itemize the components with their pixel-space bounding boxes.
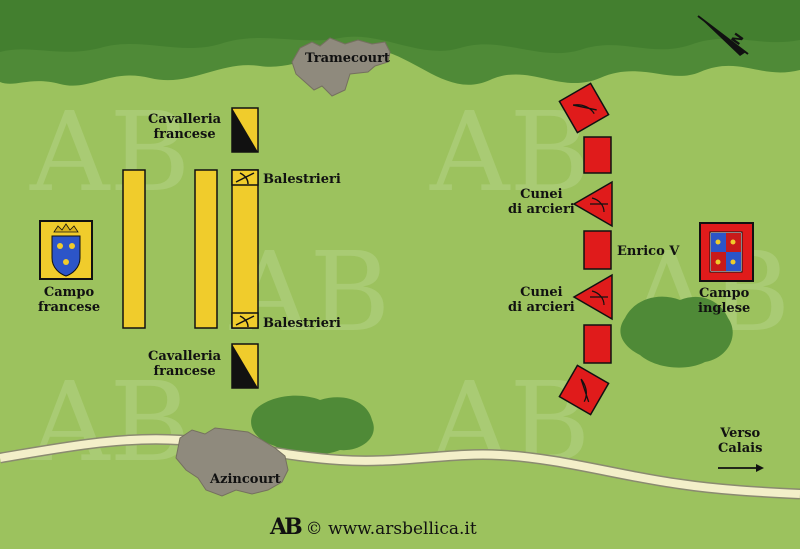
svg-text:AB: AB [29, 88, 190, 216]
forest-east [620, 296, 733, 368]
label-verso-calais-line2: Calais [718, 441, 763, 456]
label-balestrieri-bottom: Balestrieri [263, 316, 341, 331]
french-camp [39, 220, 93, 280]
forest-north [0, 0, 800, 86]
crossbow-icon-top [231, 169, 259, 186]
label-cavalry-top-line2: francese [153, 127, 216, 142]
label-campo-inglese-line2: inglese [698, 301, 751, 316]
svg-text:AB: AB [29, 358, 190, 486]
label-cunei-top-line2: di arcieri [508, 202, 575, 217]
english-block-2 [583, 230, 612, 270]
road [0, 433, 800, 500]
english-block-3 [583, 324, 612, 364]
french-line-1 [122, 169, 146, 329]
label-campo-francese: Campo francese [38, 285, 100, 315]
label-tramecourt: Tramecourt [305, 51, 390, 66]
french-cavalry-bottom [231, 343, 259, 389]
calais-arrow-icon [718, 464, 764, 472]
label-cunei-top: Cunei di arcieri [508, 187, 575, 217]
arsbellica-logo: AB [270, 514, 303, 540]
copyright-footer: AB© www.arsbellica.it [270, 514, 477, 540]
archer-flank-top [558, 82, 610, 134]
copyright-text: © www.arsbellica.it [305, 519, 477, 539]
azincourt-village [175, 427, 289, 497]
english-army [558, 82, 613, 416]
label-verso-calais: Verso Calais [718, 426, 762, 456]
english-block-1 [583, 136, 612, 174]
label-cunei-top-line1: Cunei [520, 187, 563, 202]
archer-flank-bottom [558, 364, 610, 416]
french-line-2 [194, 169, 218, 329]
french-line-3 [231, 169, 259, 329]
label-balestrieri-top: Balestrieri [263, 172, 341, 187]
label-campo-inglese: Campo inglese [698, 286, 750, 316]
label-cunei-bottom: Cunei di arcieri [508, 285, 575, 315]
english-camp [699, 222, 754, 282]
french-cavalry-top [231, 107, 259, 153]
tramecourt-village [291, 37, 391, 97]
label-azincourt: Azincourt [210, 472, 281, 487]
crossbow-icon-bottom [231, 312, 259, 329]
label-cavalry-top-line1: Cavalleria [148, 112, 222, 127]
label-cunei-bottom-line2: di arcieri [508, 300, 575, 315]
forest-azincourt [251, 395, 374, 455]
label-cavalry-bottom-line2: francese [153, 364, 216, 379]
label-cavalry-bottom-line1: Cavalleria [148, 349, 222, 364]
label-campo-francese-line2: francese [38, 300, 101, 315]
label-campo-inglese-line1: Campo [698, 286, 750, 301]
label-campo-francese-line1: Campo [43, 285, 95, 300]
label-cunei-bottom-line1: Cunei [520, 285, 563, 300]
label-verso-calais-line1: Verso [720, 426, 761, 441]
label-cavalry-bottom: Cavalleria francese [148, 349, 221, 379]
label-cavalry-top: Cavalleria francese [148, 112, 221, 142]
label-enrico-v: Enrico V [617, 244, 680, 259]
